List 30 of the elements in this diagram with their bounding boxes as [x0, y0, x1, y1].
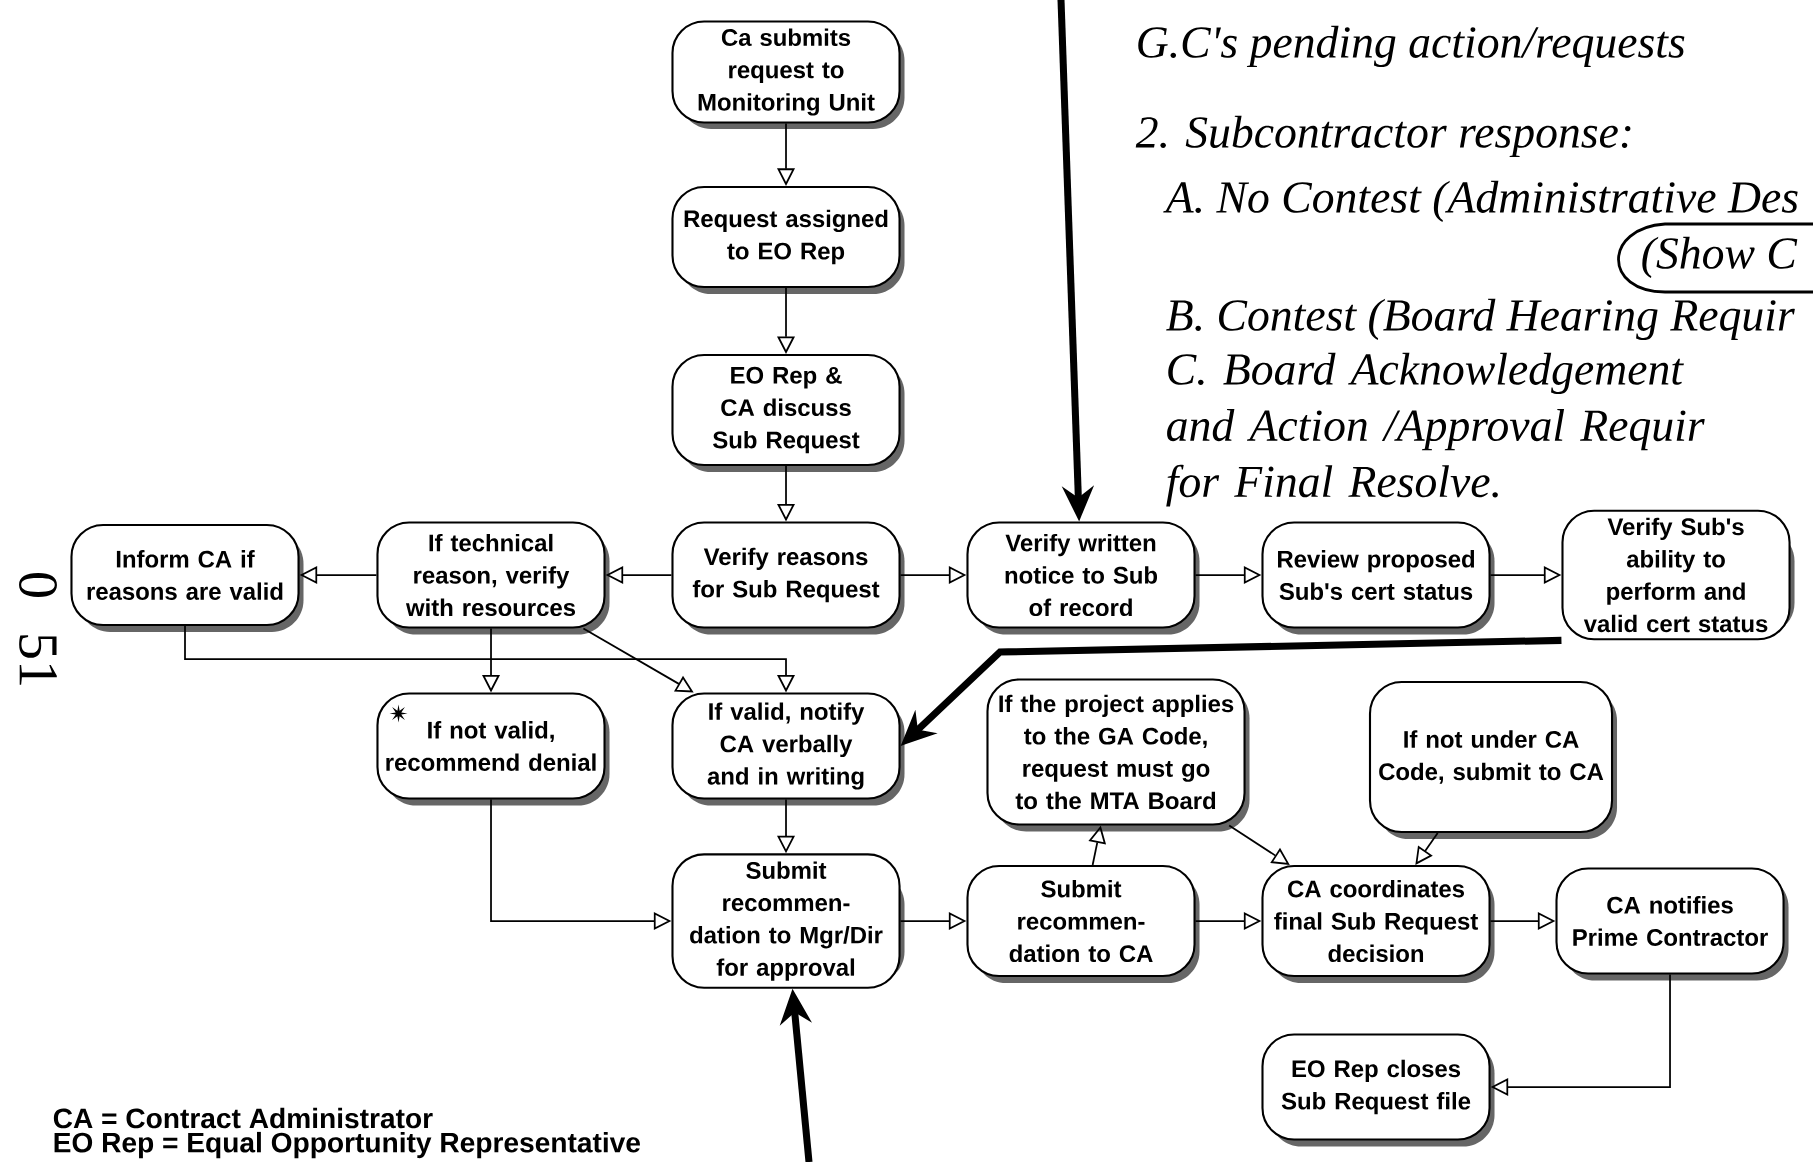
process-box: Verify reasons for Sub Request: [671, 521, 905, 635]
process-box: If the project applies to the GA Code, request must go to the MTA Board: [986, 678, 1250, 832]
handwritten-note: B. Contest (Board Hearing Requir: [1166, 298, 1795, 341]
arrow: [1415, 832, 1439, 865]
process-box: Review proposed Sub's cert status: [1261, 521, 1495, 635]
handwritten-note: G.C's pending action/requests: [1138, 25, 1685, 68]
process-box: If not under CA Code, submit to CA: [1368, 680, 1617, 839]
handwritten-note: A. No Contest (Administrative Des: [1163, 180, 1798, 223]
process-box: Verify Sub's ability to perform and valid cert status: [1561, 509, 1795, 641]
margin-number: 51: [19, 635, 57, 685]
process-box: Inform CA if reasons are valid: [70, 523, 304, 632]
process-box: Verify written notice to Sub of record: [966, 521, 1200, 635]
process-box: Ca submits request to Monitoring Unit: [671, 20, 905, 129]
arrow: [1228, 824, 1290, 865]
abbreviation-note: EO Rep = Equal Opportunity Representative: [54, 1131, 640, 1159]
node-label: Verify Sub's ability to perform and valid cert status: [1583, 517, 1768, 633]
process-box: EO Rep closes Sub Request file: [1261, 1033, 1495, 1147]
process-box: If technical reason, verify with resources: [376, 521, 610, 635]
process-box: CA coordinates final Sub Request decision: [1261, 864, 1495, 983]
handwritten-note: (Show C: [1642, 236, 1798, 279]
process-box: CA notifies Prime Contractor: [1555, 867, 1789, 981]
process-box: EO Rep & CA discuss Sub Request: [671, 353, 905, 472]
handwritten-note: C. Board Acknowledgement and Action /Approval Requir for Final Resolve.: [1166, 352, 1705, 507]
process-box: If valid, notify CA verbally and in writing: [671, 692, 905, 806]
handwritten-note: 2. Subcontractor response:: [1135, 115, 1631, 158]
process-box: Submit recommen- dation to Mgr/Dir for approval: [671, 853, 905, 989]
process-box: Submit recommen- dation to CA: [966, 864, 1200, 983]
abbreviation-note: CA = Contract Administrator: [53, 1107, 433, 1129]
process-box: Request assigned to EO Rep: [671, 185, 905, 294]
process-box: If not valid, recommend denial: [376, 692, 610, 806]
